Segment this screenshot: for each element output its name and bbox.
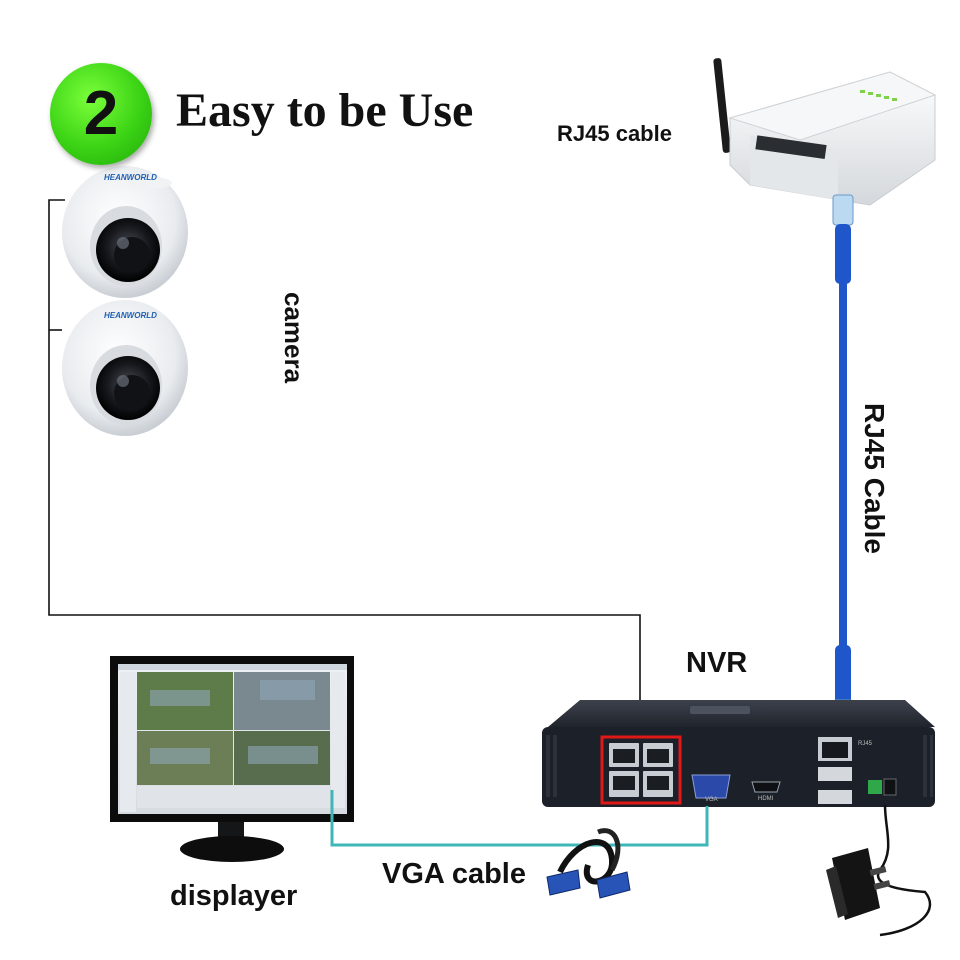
displayer-label: displayer [170,880,298,912]
dome-camera-2 [62,300,188,436]
rj45-cable-label: RJ45 Cable [859,403,890,554]
rj45-port-label: RJ45 [858,741,873,747]
camera-connection-line [48,199,641,740]
rj45-cable-vertical [832,194,854,735]
camera-label: camera [279,292,309,384]
vga-cable-coil [546,828,631,899]
wifi-router [713,58,937,206]
poe-ports-highlight [600,735,682,805]
nvr-label: NVR [686,647,748,679]
vga-port-label: VGA [705,797,718,803]
step-number: 2 [83,79,119,148]
monitor-displayer [110,656,354,862]
camera-brand-logo-2: HEANWORLD [104,311,157,320]
hdmi-port-label: HDMI [758,796,774,802]
router-cable-label: RJ45 cable [557,121,672,146]
page-title: Easy to be Use [176,84,474,137]
power-adapter [826,804,932,937]
camera-brand-logo-1: HEANWORLD [104,173,157,182]
vga-cable-label: VGA cable [382,858,526,890]
vga-connection-line [330,790,709,847]
dome-camera-1 [62,166,188,298]
nvr-device [542,700,935,807]
step-number-badge: 2 [50,63,152,165]
